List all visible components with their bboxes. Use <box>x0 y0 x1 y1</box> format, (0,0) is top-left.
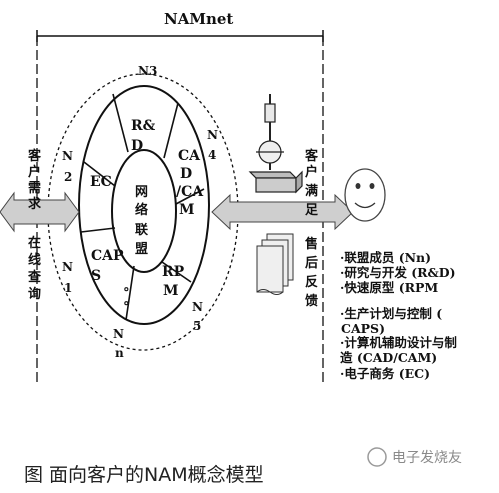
svg-text:/CA: /CA <box>176 184 204 200</box>
svg-text:客: 客 <box>28 148 42 164</box>
label-online-query: 在 线 查 询 <box>27 235 42 302</box>
legend-item: CAPS) <box>341 321 385 336</box>
svg-text:M: M <box>179 202 195 218</box>
segment-rpm: RP M <box>162 264 185 299</box>
svg-text:后: 后 <box>305 255 318 271</box>
svg-text:N: N <box>207 128 218 142</box>
svg-text:2: 2 <box>64 170 72 184</box>
ring-dividers <box>80 93 205 321</box>
svg-text:客: 客 <box>305 148 319 164</box>
figure-caption: 图 面向客户的NAM概念模型 <box>24 463 264 486</box>
segment-cadcam: CA D /CA M <box>176 148 204 218</box>
center-network-alliance: 网 络 联 盟 <box>135 185 148 257</box>
legend-item: ·快速原型 (RPM <box>340 280 438 295</box>
label-customer-satisfaction: 客 户 满 足 <box>305 148 319 218</box>
svg-text:求: 求 <box>28 196 42 212</box>
svg-text:。: 。 <box>124 279 136 293</box>
label-customer-demand: 客 户 需 求 <box>28 148 42 212</box>
left-double-arrow <box>0 191 80 233</box>
svg-text:盟: 盟 <box>135 241 148 257</box>
namnet-span <box>36 30 324 42</box>
svg-text:CA: CA <box>178 148 201 164</box>
svg-text:CAP: CAP <box>91 248 124 264</box>
svg-text:N: N <box>113 327 124 341</box>
svg-text:满: 满 <box>305 183 318 199</box>
svg-text:1: 1 <box>64 281 72 295</box>
node-n5: N 5 <box>192 300 203 333</box>
svg-text:D: D <box>131 138 143 154</box>
svg-text:在: 在 <box>28 235 41 251</box>
segment-rd: R& D <box>131 118 156 154</box>
legend-item: ·联盟成员 (Nn) <box>340 250 431 265</box>
svg-text:N: N <box>62 149 73 163</box>
svg-text:。: 。 <box>124 293 136 307</box>
tower-icon <box>248 94 303 194</box>
svg-text:n: n <box>115 346 124 360</box>
svg-text:S: S <box>91 268 101 284</box>
segment-caps: CAP S <box>91 248 124 284</box>
svg-text:M: M <box>163 283 179 299</box>
svg-text:联: 联 <box>135 223 148 238</box>
svg-text:N: N <box>62 260 73 274</box>
svg-text:询: 询 <box>28 286 41 302</box>
label-after-sales-feedback: 售 后 反 馈 <box>305 236 318 309</box>
svg-text:R&: R& <box>131 118 156 134</box>
node-nn: N n <box>113 327 124 360</box>
svg-text:足: 足 <box>305 203 319 218</box>
svg-text:D: D <box>180 166 192 182</box>
svg-text:N: N <box>192 300 203 314</box>
svg-text:馈: 馈 <box>305 293 318 309</box>
svg-text:查: 查 <box>27 269 42 285</box>
legend-item: ·生产计划与控制 ( <box>340 306 442 321</box>
legend-item: ·计算机辅助设计与制 <box>340 335 457 350</box>
svg-text:线: 线 <box>28 252 41 268</box>
svg-text:络: 络 <box>135 202 148 218</box>
legend-list: ·联盟成员 (Nn) ·研究与开发 (R&D) ·快速原型 (RPM ·生产计划… <box>340 250 457 381</box>
svg-text:电子发烧友: 电子发烧友 <box>392 450 462 466</box>
svg-text:5: 5 <box>193 319 201 333</box>
node-n2: N 2 <box>62 149 73 184</box>
node-n1: N 1 <box>62 260 73 295</box>
segment-dots: 。 。 <box>124 279 136 307</box>
svg-text:RP: RP <box>162 264 185 280</box>
right-double-arrow <box>211 193 354 231</box>
segment-ec: EC <box>90 174 112 190</box>
legend-item: ·电子商务 (EC) <box>340 366 430 381</box>
svg-text:需: 需 <box>28 181 41 196</box>
node-n3: N3 <box>138 64 157 78</box>
svg-text:户: 户 <box>28 164 41 180</box>
svg-text:反: 反 <box>305 274 318 290</box>
node-n4: N 4 <box>207 128 218 162</box>
svg-text:网: 网 <box>135 185 148 200</box>
svg-text:户: 户 <box>305 164 318 180</box>
watermark: 电子发烧友 <box>367 447 462 467</box>
document-stack-icon <box>256 233 294 295</box>
namnet-title: NAMnet <box>164 10 233 28</box>
svg-text:4: 4 <box>208 148 216 162</box>
ring-inner-ellipse <box>111 149 177 273</box>
legend-item: 造 (CAD/CAM) <box>340 350 437 365</box>
legend-item: ·研究与开发 (R&D) <box>340 265 456 280</box>
customer-smiley-icon <box>344 168 386 222</box>
svg-text:售: 售 <box>305 236 318 252</box>
